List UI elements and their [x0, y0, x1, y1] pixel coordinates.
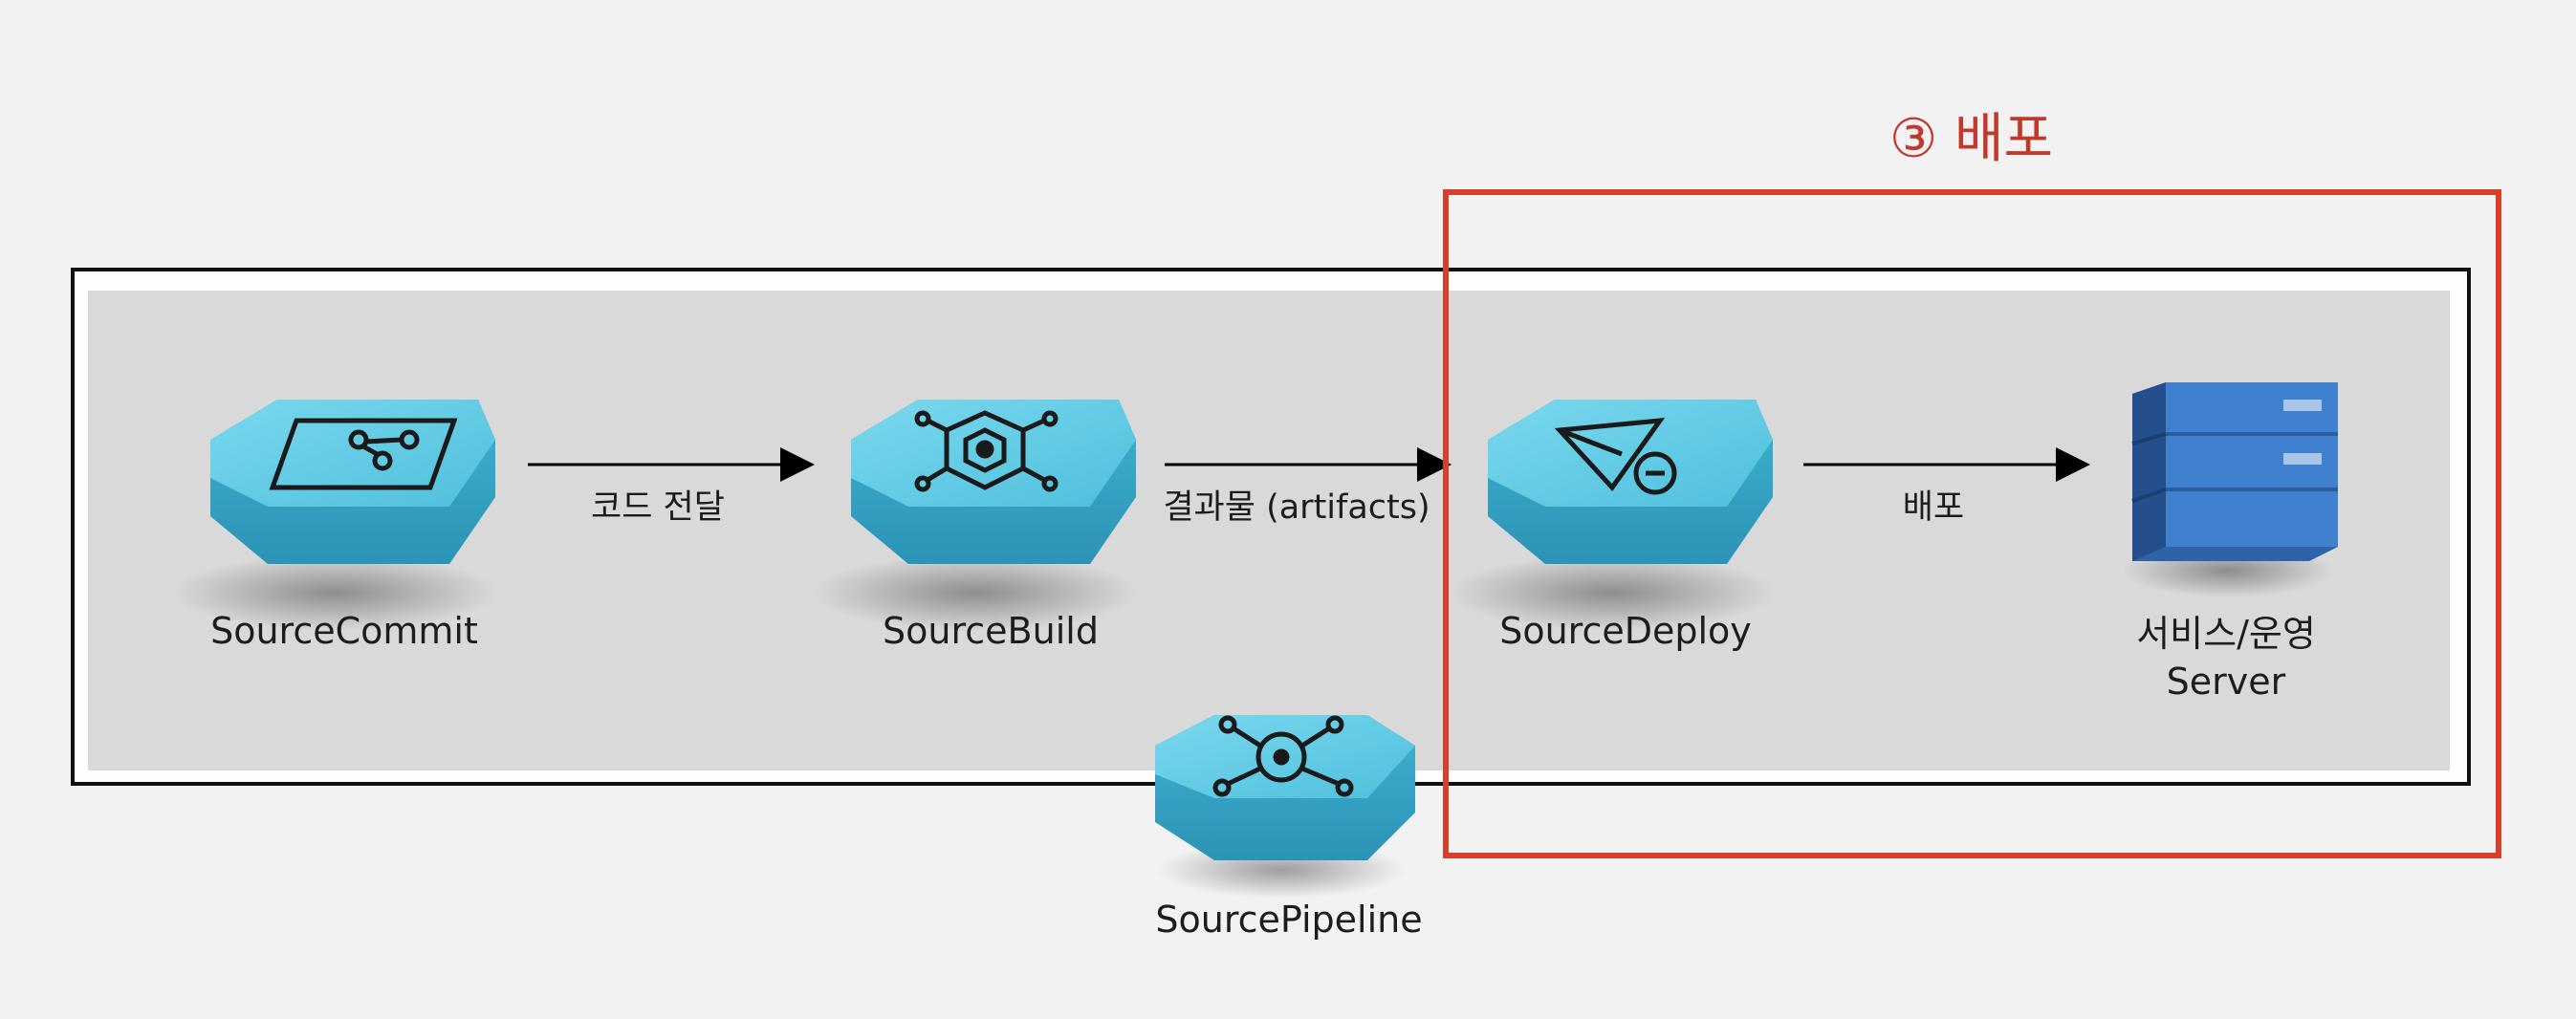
sourcecommit-label: SourceCommit — [210, 610, 478, 652]
server-label-line1: 서비스/운영 — [2136, 613, 2316, 655]
sourcepipeline-node[interactable] — [1147, 707, 1434, 899]
server-label: 서비스/운영 Server — [2136, 610, 2316, 705]
git-branch-icon — [269, 418, 458, 490]
edge-label-commit-to-build: 코드 전달 — [591, 488, 725, 527]
sourcebuild-node[interactable] — [813, 392, 1157, 640]
edge-label-build-to-deploy: 결과물 (artifacts) — [1163, 488, 1430, 527]
build-hexagon-icon — [914, 410, 1059, 492]
sourcepipeline-label: SourcePipeline — [1155, 899, 1423, 941]
sourcedeploy-node[interactable] — [1450, 392, 1794, 640]
server-node[interactable] — [2104, 375, 2352, 604]
sourcedeploy-label: SourceDeploy — [1499, 610, 1752, 652]
server-icon — [2131, 382, 2338, 561]
stage-title: ③ 배포 — [1889, 108, 2054, 170]
pipeline-hub-icon — [1212, 715, 1354, 797]
pipeline-area — [88, 291, 2450, 770]
sourcebuild-label: SourceBuild — [883, 610, 1099, 652]
paper-plane-deploy-icon — [1554, 417, 1677, 495]
server-label-line2: Server — [2166, 661, 2286, 703]
sourcecommit-node[interactable] — [172, 392, 516, 640]
deploy-stage-highlight — [1443, 189, 2501, 858]
edge-label-deploy-to-server: 배포 — [1902, 488, 1965, 527]
